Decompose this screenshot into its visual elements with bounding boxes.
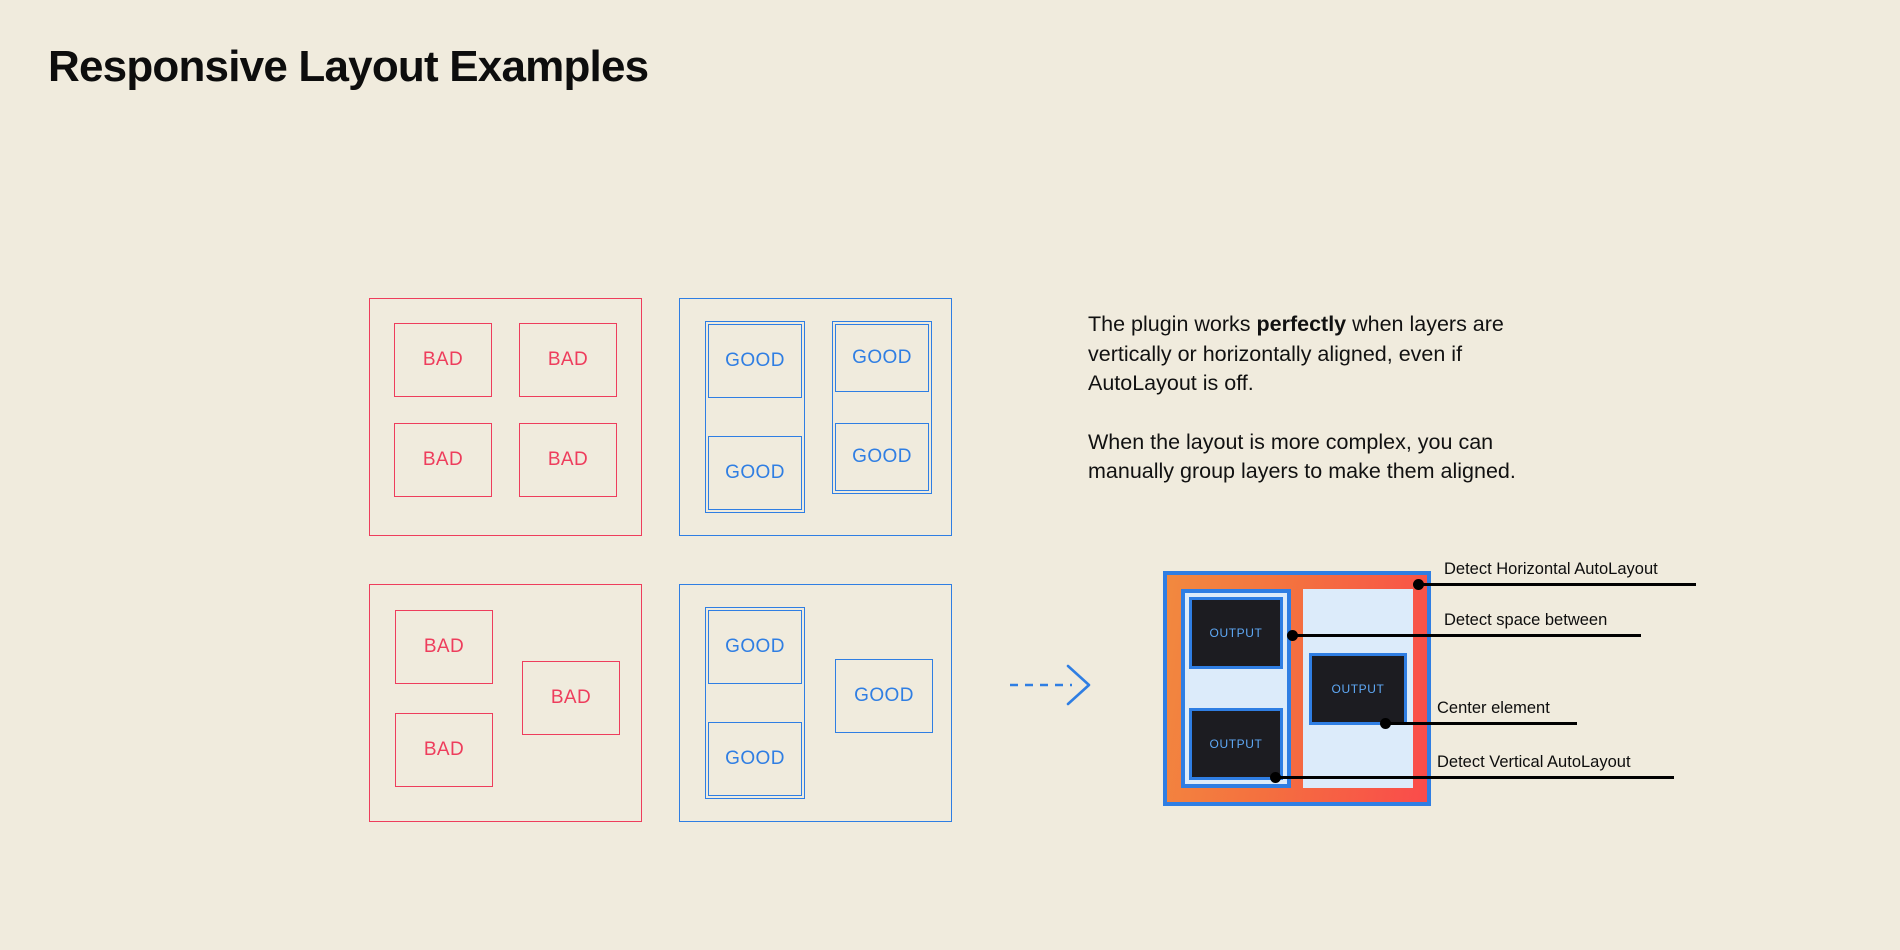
panel-row-2: BAD BAD BAD GOOD GOOD GOOD — [369, 584, 952, 822]
good-box: GOOD — [708, 436, 802, 510]
bad-box: BAD — [519, 323, 617, 397]
examples-grid: BAD BAD BAD BAD GOOD GOOD GOOD GOOD BAD … — [369, 298, 952, 822]
panel-row-1: BAD BAD BAD BAD GOOD GOOD GOOD GOOD — [369, 298, 952, 536]
bad-box: BAD — [395, 713, 493, 787]
callout-label: Center element — [1437, 699, 1550, 717]
output-block: OUTPUT — [1189, 708, 1283, 780]
callout-leader-line — [1275, 776, 1674, 779]
panel-bad-grid: BAD BAD BAD BAD — [369, 298, 642, 536]
bad-box: BAD — [395, 610, 493, 684]
copy-paragraph-1: The plugin works perfectly when layers a… — [1088, 310, 1558, 399]
page-title: Responsive Layout Examples — [48, 42, 649, 91]
bad-box: BAD — [519, 423, 617, 497]
good-box: GOOD — [835, 659, 933, 733]
diagram-center-panel: OUTPUT — [1303, 589, 1413, 788]
panel-good-grid: GOOD GOOD GOOD GOOD — [679, 298, 952, 536]
copy-paragraph-2: When the layout is more complex, you can… — [1088, 429, 1516, 484]
callout-leader-line — [1418, 583, 1696, 586]
good-box: GOOD — [708, 610, 802, 684]
output-block: OUTPUT — [1309, 652, 1407, 725]
good-group: GOOD GOOD — [705, 607, 805, 799]
callout-label: Detect space between — [1444, 611, 1608, 629]
panel-good-grouped: GOOD GOOD GOOD — [679, 584, 952, 822]
panel-bad-misaligned: BAD BAD BAD — [369, 584, 642, 822]
autolayout-diagram: OUTPUT OUTPUT OUTPUT — [1163, 571, 1431, 806]
callout-label: Detect Horizontal AutoLayout — [1444, 560, 1658, 578]
good-box: GOOD — [835, 324, 929, 392]
copy-p1-before: The plugin works — [1088, 312, 1257, 336]
good-box: GOOD — [708, 324, 802, 398]
dashed-arrow-right-icon — [1010, 662, 1092, 708]
bad-box: BAD — [522, 661, 620, 735]
callout-leader-line — [1292, 634, 1641, 637]
bad-grid-boxes: BAD BAD BAD BAD — [394, 323, 617, 497]
good-box: GOOD — [708, 722, 802, 796]
copy-p1-after: when layers are vertically or horizontal… — [1088, 312, 1504, 395]
description-copy: The plugin works perfectly when layers a… — [1088, 310, 1558, 487]
good-group: GOOD GOOD — [705, 321, 805, 513]
output-block: OUTPUT — [1189, 597, 1283, 669]
good-group: GOOD GOOD — [832, 321, 932, 494]
diagram-vertical-group: OUTPUT OUTPUT — [1181, 589, 1291, 788]
good-box: GOOD — [835, 423, 929, 491]
bad-box: BAD — [394, 423, 492, 497]
bad-box: BAD — [394, 323, 492, 397]
callout-label: Detect Vertical AutoLayout — [1437, 753, 1631, 771]
callout-leader-line — [1385, 722, 1577, 725]
copy-p1-emphasis: perfectly — [1256, 312, 1347, 336]
